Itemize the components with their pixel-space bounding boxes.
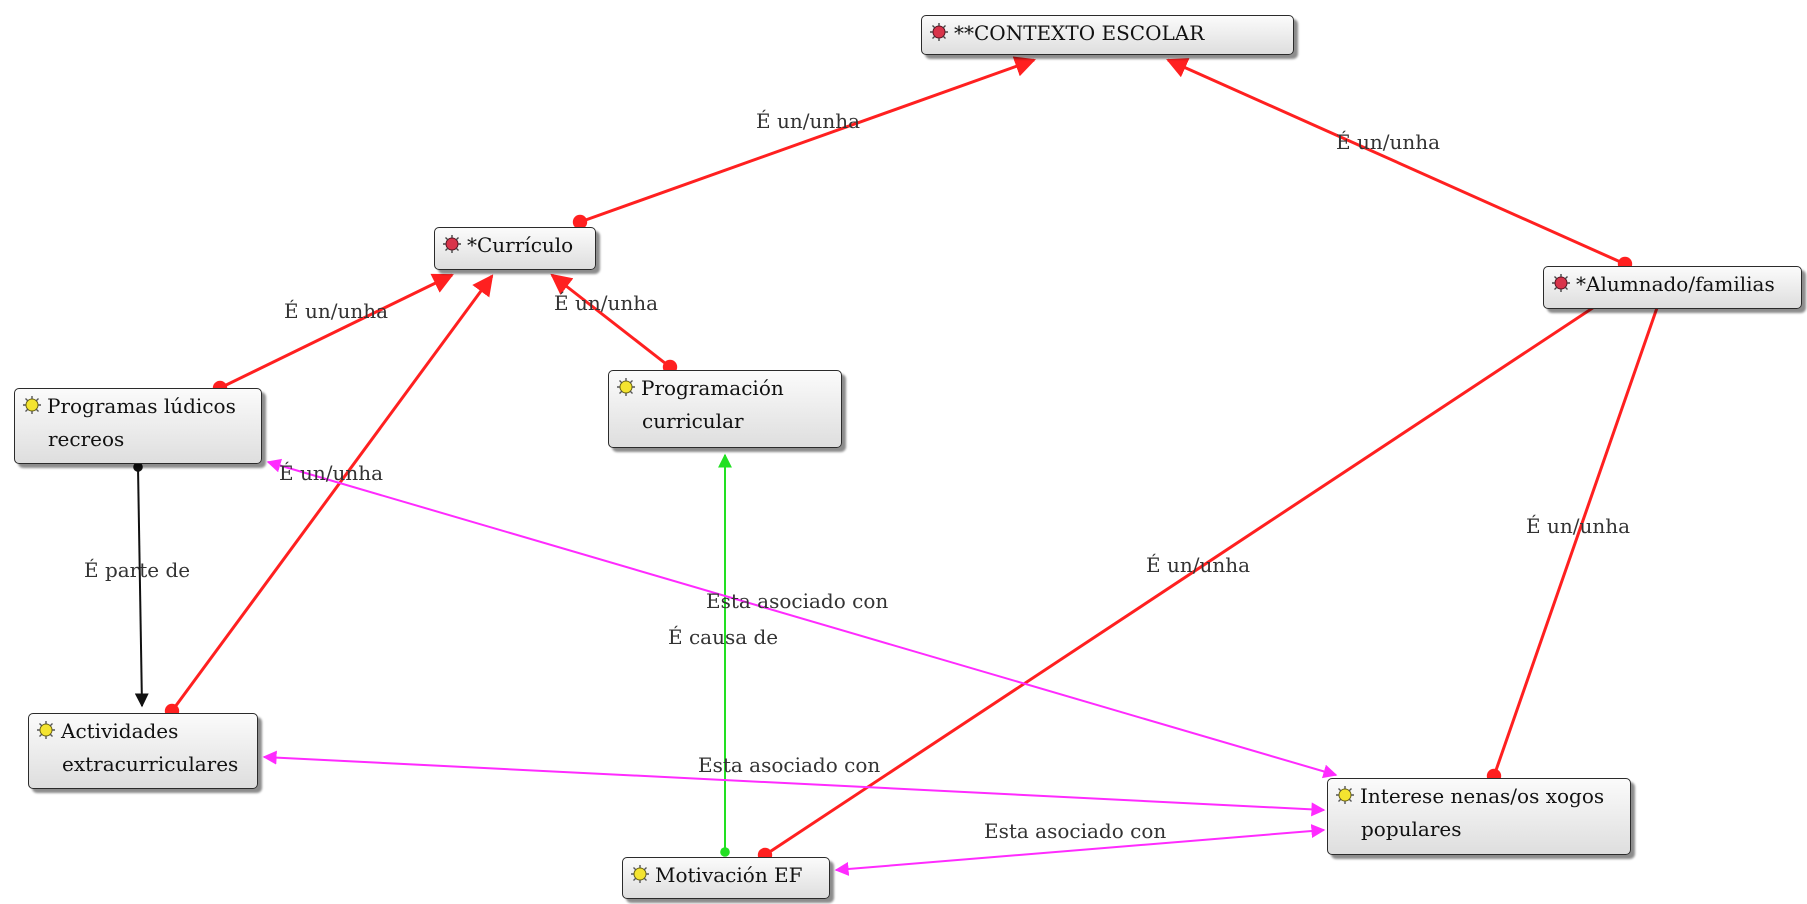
node-label-line2: populares (1361, 817, 1462, 841)
node-interese-xogos-populares[interactable]: Interese nenas/os xogos populares (1327, 778, 1631, 855)
yellow-bug-icon (629, 863, 651, 893)
edge-label-contexto-curriculo: É un/unha (756, 109, 861, 133)
edge-contexto-curriculo (572, 56, 1036, 230)
node-label-line1: Interese nenas/os xogos (1360, 784, 1605, 808)
node-label-line2: curricular (642, 409, 744, 433)
node-curriculo[interactable]: *Currículo (434, 227, 596, 270)
edge-label-motivacion-interese: Esta asociado con (984, 819, 1167, 843)
red-bug-icon (441, 233, 463, 263)
edge-label-programas-interese: Esta asociado con (706, 589, 889, 613)
edge-label-curriculo-programacion: É un/unha (554, 291, 659, 315)
yellow-bug-icon (1334, 784, 1356, 814)
edge-programas-interese (266, 458, 1338, 779)
edge-label-actividades-interese: Esta asociado con (698, 753, 881, 777)
node-label: Motivación EF (655, 863, 803, 887)
yellow-bug-icon (35, 719, 57, 749)
node-label-line1: Actividades (61, 719, 179, 743)
edge-label-alumnado-motivacion: É un/unha (1146, 553, 1251, 577)
node-label-line1: Programas lúdicos (47, 394, 236, 418)
edge-actividades-interese (262, 750, 1326, 817)
edge-label-programas-actividades: É parte de (84, 558, 191, 582)
node-label: *Currículo (467, 233, 574, 257)
yellow-bug-icon (615, 376, 637, 406)
node-motivacion-ef[interactable]: Motivación EF (622, 857, 830, 899)
edge-curriculo-actividades (164, 274, 494, 719)
yellow-bug-icon (21, 394, 43, 424)
node-alumnado-familias[interactable]: *Alumnado/familias (1543, 266, 1802, 309)
edge-curriculo-programas (212, 273, 454, 396)
node-actividades-extracurriculares[interactable]: Actividades extracurriculares (28, 713, 258, 789)
node-label-line2: recreos (48, 427, 125, 451)
edge-label-alumnado-interese: É un/unha (1526, 514, 1631, 538)
node-label: *Alumnado/familias (1576, 272, 1775, 296)
edge-curriculo-programacion (550, 273, 678, 375)
edge-label-curriculo-programas: É un/unha (284, 299, 389, 323)
edge-contexto-alumnado (1166, 58, 1633, 272)
edge-label-contexto-alumnado: É un/unha (1336, 130, 1441, 154)
node-label: **CONTEXTO ESCOLAR (954, 21, 1205, 45)
node-contexto-escolar[interactable]: **CONTEXTO ESCOLAR (921, 15, 1294, 55)
node-label-line2: extracurriculares (62, 752, 239, 776)
edge-label-curriculo-actividades: É un/unha (279, 461, 384, 485)
node-label-line1: Programación (641, 376, 784, 400)
edge-motivacion-interese (834, 824, 1326, 876)
edge-label-motivacion-programacion: É causa de (668, 625, 779, 649)
red-bug-icon (928, 21, 950, 51)
node-programacion-curricular[interactable]: Programación curricular (608, 370, 842, 448)
red-bug-icon (1550, 272, 1572, 302)
node-programas-ludicos[interactable]: Programas lúdicos recreos (14, 388, 262, 464)
edge-programas-actividades (133, 462, 149, 708)
edge-alumnado-interese (1486, 280, 1670, 784)
